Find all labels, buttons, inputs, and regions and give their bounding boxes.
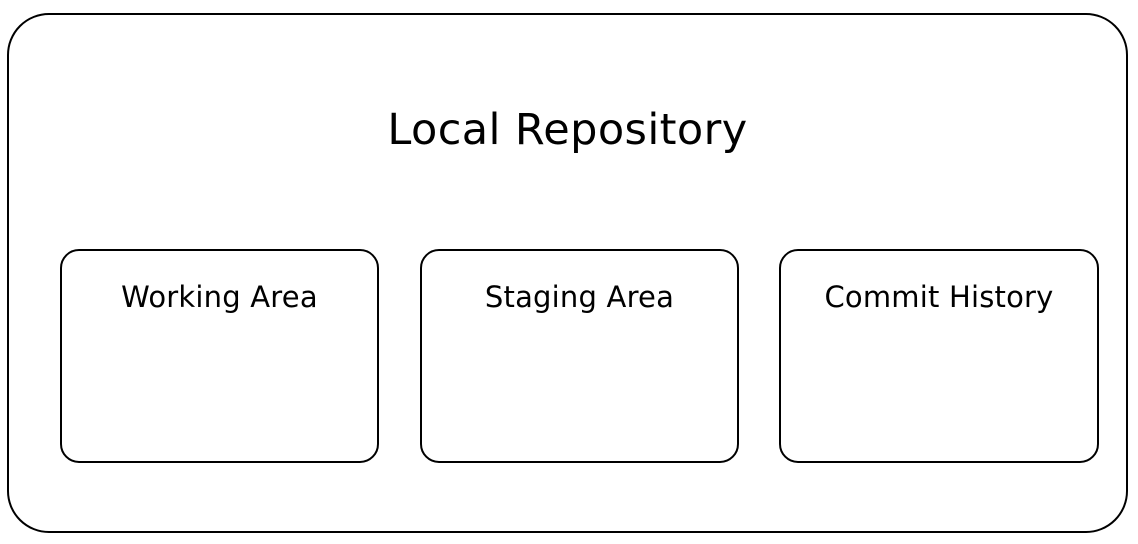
- working-area-label: Working Area: [121, 280, 318, 314]
- local-repository-title: Local Repository: [387, 105, 748, 155]
- commit-history-box: Commit History: [779, 249, 1099, 463]
- staging-area-label: Staging Area: [484, 280, 675, 314]
- working-area-box: Working Area: [60, 249, 379, 463]
- commit-history-label: Commit History: [824, 280, 1054, 314]
- local-repository-container: Local Repository Working Area Staging Ar…: [7, 13, 1128, 533]
- staging-area-box: Staging Area: [420, 249, 739, 463]
